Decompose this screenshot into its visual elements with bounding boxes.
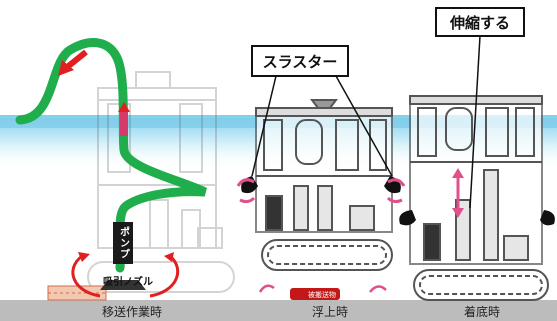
suction-arrow-left bbox=[71, 254, 101, 298]
bottom-object-label: 被搬送物 bbox=[308, 290, 336, 299]
thruster-callout-text: スラスター bbox=[263, 53, 338, 71]
thruster-leader-left bbox=[251, 75, 277, 177]
thruster-left-landing bbox=[399, 210, 416, 226]
hose-flow-marker bbox=[120, 112, 128, 136]
bottom-object bbox=[290, 288, 340, 300]
robot-landing bbox=[409, 95, 549, 301]
robot-floating bbox=[255, 99, 393, 271]
thruster-right-landing bbox=[540, 210, 555, 226]
extend-leader bbox=[469, 35, 481, 209]
pump-label: ポンプ bbox=[118, 225, 130, 259]
thruster-callout-box bbox=[251, 45, 349, 77]
nozzle-label: 吸引ノズル bbox=[103, 275, 153, 288]
seabed bbox=[0, 300, 557, 321]
hose-flow-arrowhead bbox=[118, 102, 130, 112]
pump-box bbox=[113, 222, 133, 264]
suction-arrow-right bbox=[149, 254, 180, 298]
caption-transfer: 移送作業時 bbox=[102, 304, 162, 319]
suction-hose bbox=[15, 38, 207, 273]
extend-callout-text: 伸縮する bbox=[449, 14, 510, 32]
caption-floating: 浮上時 bbox=[312, 305, 348, 319]
suction-nozzle bbox=[100, 280, 146, 290]
motion-swirl bbox=[236, 178, 255, 187]
caption-landing: 着底時 bbox=[464, 304, 500, 319]
flow-arrow bbox=[64, 49, 88, 71]
robot-transfer bbox=[87, 71, 235, 293]
extend-callout-box bbox=[435, 7, 525, 37]
thruster-leader-right bbox=[335, 75, 393, 177]
flow-arrow-head bbox=[58, 60, 74, 76]
